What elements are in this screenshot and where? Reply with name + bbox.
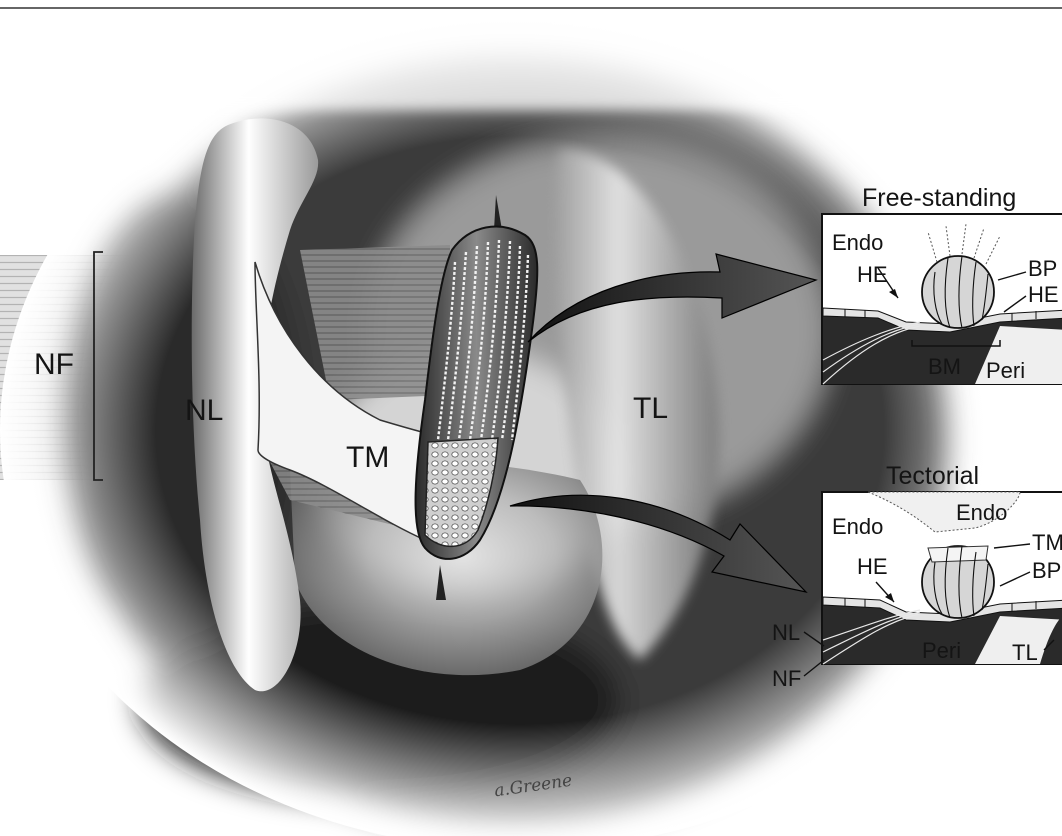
label-endo-left: Endo [832, 516, 883, 538]
label-endo-top: Endo [956, 502, 1007, 524]
label-nl: NL [185, 396, 223, 426]
label-he: HE [857, 556, 888, 578]
label-endo: Endo [832, 232, 883, 254]
label-peri-inset: Peri [922, 640, 961, 662]
vignette-rim [0, 10, 1040, 836]
label-peri: Peri [986, 360, 1025, 382]
label-tl: TL [633, 394, 668, 424]
label-nf: NF [34, 350, 74, 380]
label-tm: TM [346, 443, 389, 473]
label-bp-inset: BP [1032, 560, 1061, 582]
label-he-right: HE [1028, 284, 1059, 306]
label-nl-inset: NL [772, 622, 800, 644]
panel-title-tectorial: Tectorial [886, 464, 979, 489]
label-tl-inset: TL [1012, 642, 1038, 664]
label-tm-inset: TM [1032, 532, 1062, 554]
label-he-left: HE [857, 264, 888, 286]
panel-title-free-standing: Free-standing [862, 186, 1016, 211]
label-bm: BM [928, 356, 961, 378]
label-nf-inset: NF [772, 668, 801, 690]
label-bp: BP [1028, 258, 1057, 280]
